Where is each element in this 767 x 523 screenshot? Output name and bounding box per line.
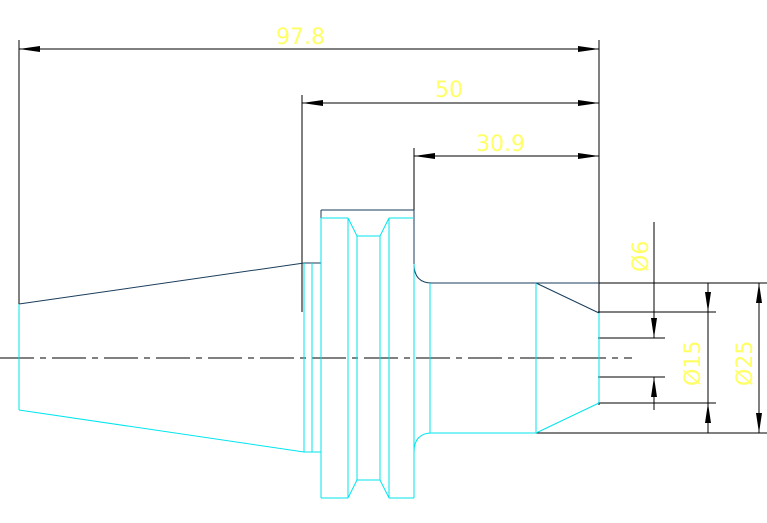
- dimension-label-dia-25: Ø25: [733, 341, 758, 386]
- dimension-label-30-9: 30.9: [476, 132, 525, 157]
- dimension-label-dia-15: Ø15: [681, 341, 706, 386]
- extension-lines: [18, 40, 767, 434]
- dimension-bore-small: Ø6: [629, 222, 657, 410]
- dimension-bore: Ø15: [681, 283, 711, 433]
- dimension-label-50: 50: [435, 78, 463, 103]
- dimension-label-dia-6: Ø6: [629, 241, 654, 272]
- part-profile: [18, 217, 600, 499]
- dimension-flange-to-face: 30.9: [414, 132, 599, 159]
- dimension-label-97-8: 97.8: [276, 25, 325, 50]
- taper-outline: [18, 209, 600, 314]
- dimension-outer: Ø25: [733, 283, 762, 433]
- dimension-total-length: 97.8: [19, 25, 599, 52]
- dimension-taper-to-face: 50: [302, 78, 599, 106]
